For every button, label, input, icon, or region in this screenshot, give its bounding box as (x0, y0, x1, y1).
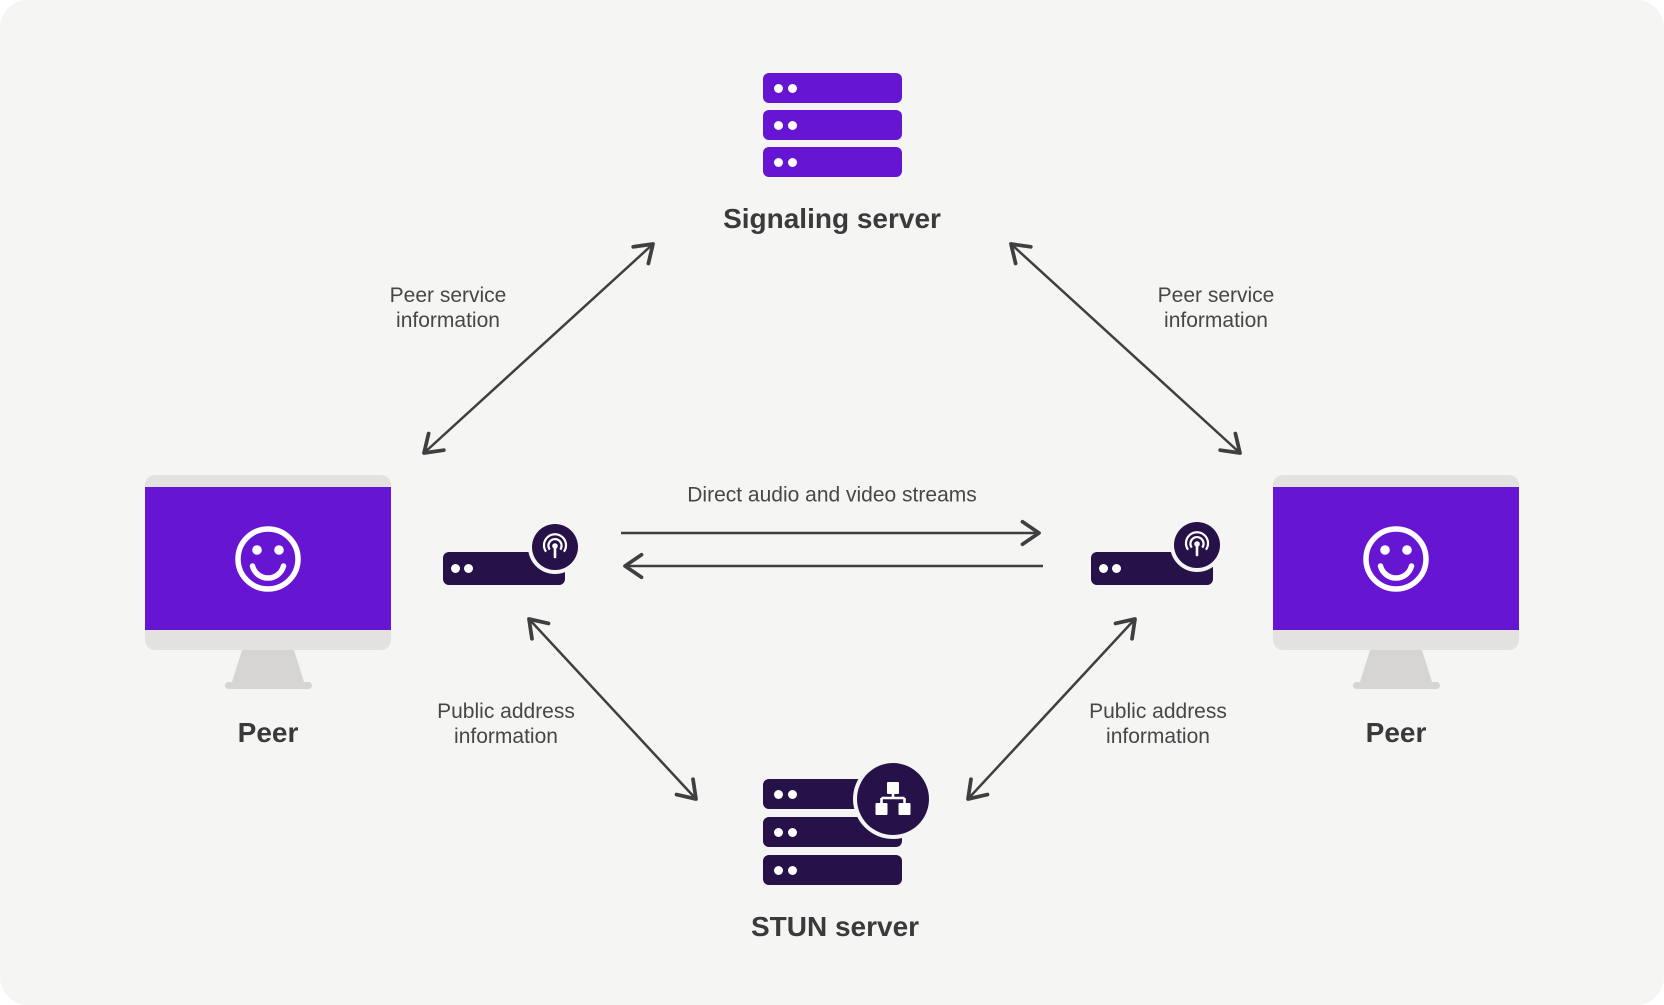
server-led (788, 865, 797, 875)
server-led (788, 83, 797, 93)
monitor-top-bezel (1273, 475, 1519, 487)
edge-label-public-address-left: Public address information (437, 700, 575, 748)
peer-left-label: Peer (237, 717, 299, 748)
monitor-screen (1273, 487, 1519, 630)
stun-server-icon (763, 779, 902, 885)
peer-right-monitor (1273, 475, 1519, 689)
monitor-screen (145, 487, 391, 630)
broadcast-icon (542, 533, 568, 559)
monitor-bottom-bezel (1273, 630, 1519, 650)
arrow-router-left-stun (527, 617, 698, 801)
monitor-top-bezel (145, 475, 391, 487)
router-led (451, 564, 460, 573)
server-led (788, 827, 797, 837)
server-led (774, 83, 783, 93)
stun-server-label: STUN server (750, 911, 920, 942)
server-led (774, 120, 783, 130)
server-led (788, 157, 797, 167)
edge-label-public-address-right: Public address information (1089, 700, 1227, 748)
server-led (774, 827, 783, 837)
signaling-server-icon (763, 73, 902, 177)
arrow-peer-right-signaling (1009, 242, 1242, 455)
smiley-icon (235, 525, 301, 592)
edge-label-direct-streams: Direct audio and video streams (687, 483, 977, 507)
server-led (774, 789, 783, 799)
arrow-peer-left-signaling (422, 242, 655, 455)
broadcast-badge-left (532, 524, 578, 570)
router-led (464, 564, 473, 573)
broadcast-badge-right (1174, 522, 1220, 568)
network-icon (875, 782, 911, 815)
router-led (1112, 564, 1121, 573)
edge-label-peer-service-right: Peer service information (1157, 284, 1275, 332)
monitor-bottom-bezel (145, 630, 391, 650)
server-led (788, 789, 797, 799)
network-badge (857, 763, 929, 835)
broadcast-icon (1184, 531, 1210, 557)
peer-right-label: Peer (1365, 717, 1427, 748)
smiley-icon (1363, 525, 1429, 592)
signaling-server-label: Signaling server (723, 203, 941, 234)
server-led (788, 120, 797, 130)
router-right-icon (1091, 552, 1213, 585)
server-row (763, 110, 902, 140)
arrow-router-right-stun (966, 617, 1137, 801)
router-led (1099, 564, 1108, 573)
monitor-stand (1360, 650, 1432, 682)
monitor-base (1352, 682, 1440, 689)
edge-label-peer-service-left: Peer service information (389, 284, 507, 332)
server-row (763, 73, 902, 103)
server-led (774, 865, 783, 875)
server-led (774, 157, 783, 167)
monitor-base (224, 682, 312, 689)
peer-left-monitor (145, 475, 391, 689)
server-row (763, 147, 902, 177)
server-row (763, 855, 902, 885)
monitor-stand (232, 650, 304, 682)
